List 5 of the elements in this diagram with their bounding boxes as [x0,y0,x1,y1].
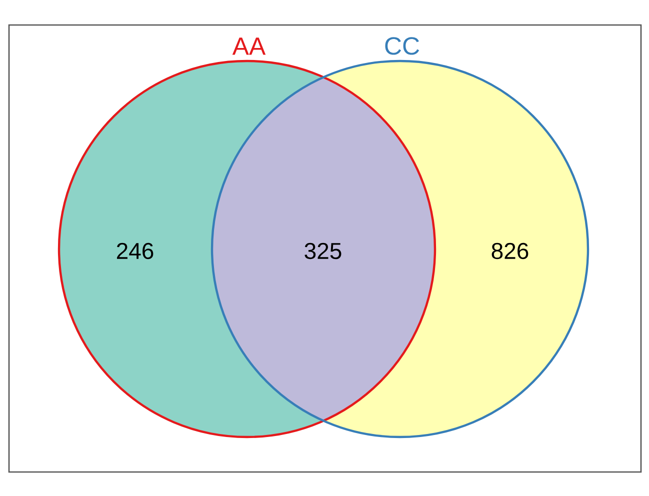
count-label: 325 [304,242,342,260]
node-label: CC [385,37,420,55]
node-label: AA [232,38,266,55]
count-label: 246 [116,242,154,260]
count-label: 826 [492,242,528,260]
